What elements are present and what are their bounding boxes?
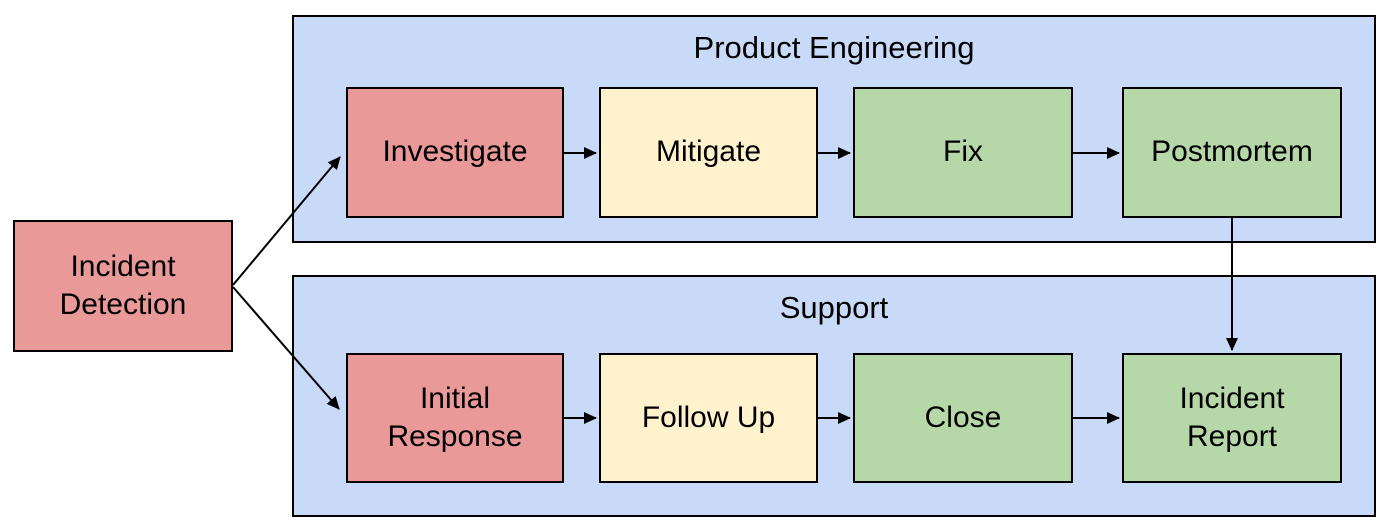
node-fix: Fix — [853, 87, 1073, 218]
node-follow-up-label: Follow Up — [641, 400, 776, 434]
node-mitigate: Mitigate — [599, 87, 818, 218]
node-incident-report: Incident Report — [1122, 353, 1342, 483]
node-incident-detection: Incident Detection — [13, 220, 233, 352]
node-mitigate-label: Mitigate — [655, 135, 762, 169]
node-close-label: Close — [924, 400, 1002, 434]
node-fix-label: Fix — [943, 135, 983, 169]
lane-title-product-engineering: Product Engineering — [693, 30, 975, 65]
node-incident-report-label: Incident Report — [1179, 381, 1285, 453]
node-investigate-label: Investigate — [382, 135, 528, 169]
node-initial-response-label: Initial Response — [387, 381, 523, 453]
node-investigate: Investigate — [346, 87, 564, 218]
node-postmortem-label: Postmortem — [1151, 135, 1313, 169]
lane-title-support: Support — [779, 290, 889, 325]
node-postmortem: Postmortem — [1122, 87, 1342, 218]
node-close: Close — [853, 353, 1073, 483]
node-incident-detection-label: Incident Detection — [59, 249, 187, 321]
node-initial-response: Initial Response — [346, 353, 564, 483]
node-follow-up: Follow Up — [599, 353, 818, 483]
